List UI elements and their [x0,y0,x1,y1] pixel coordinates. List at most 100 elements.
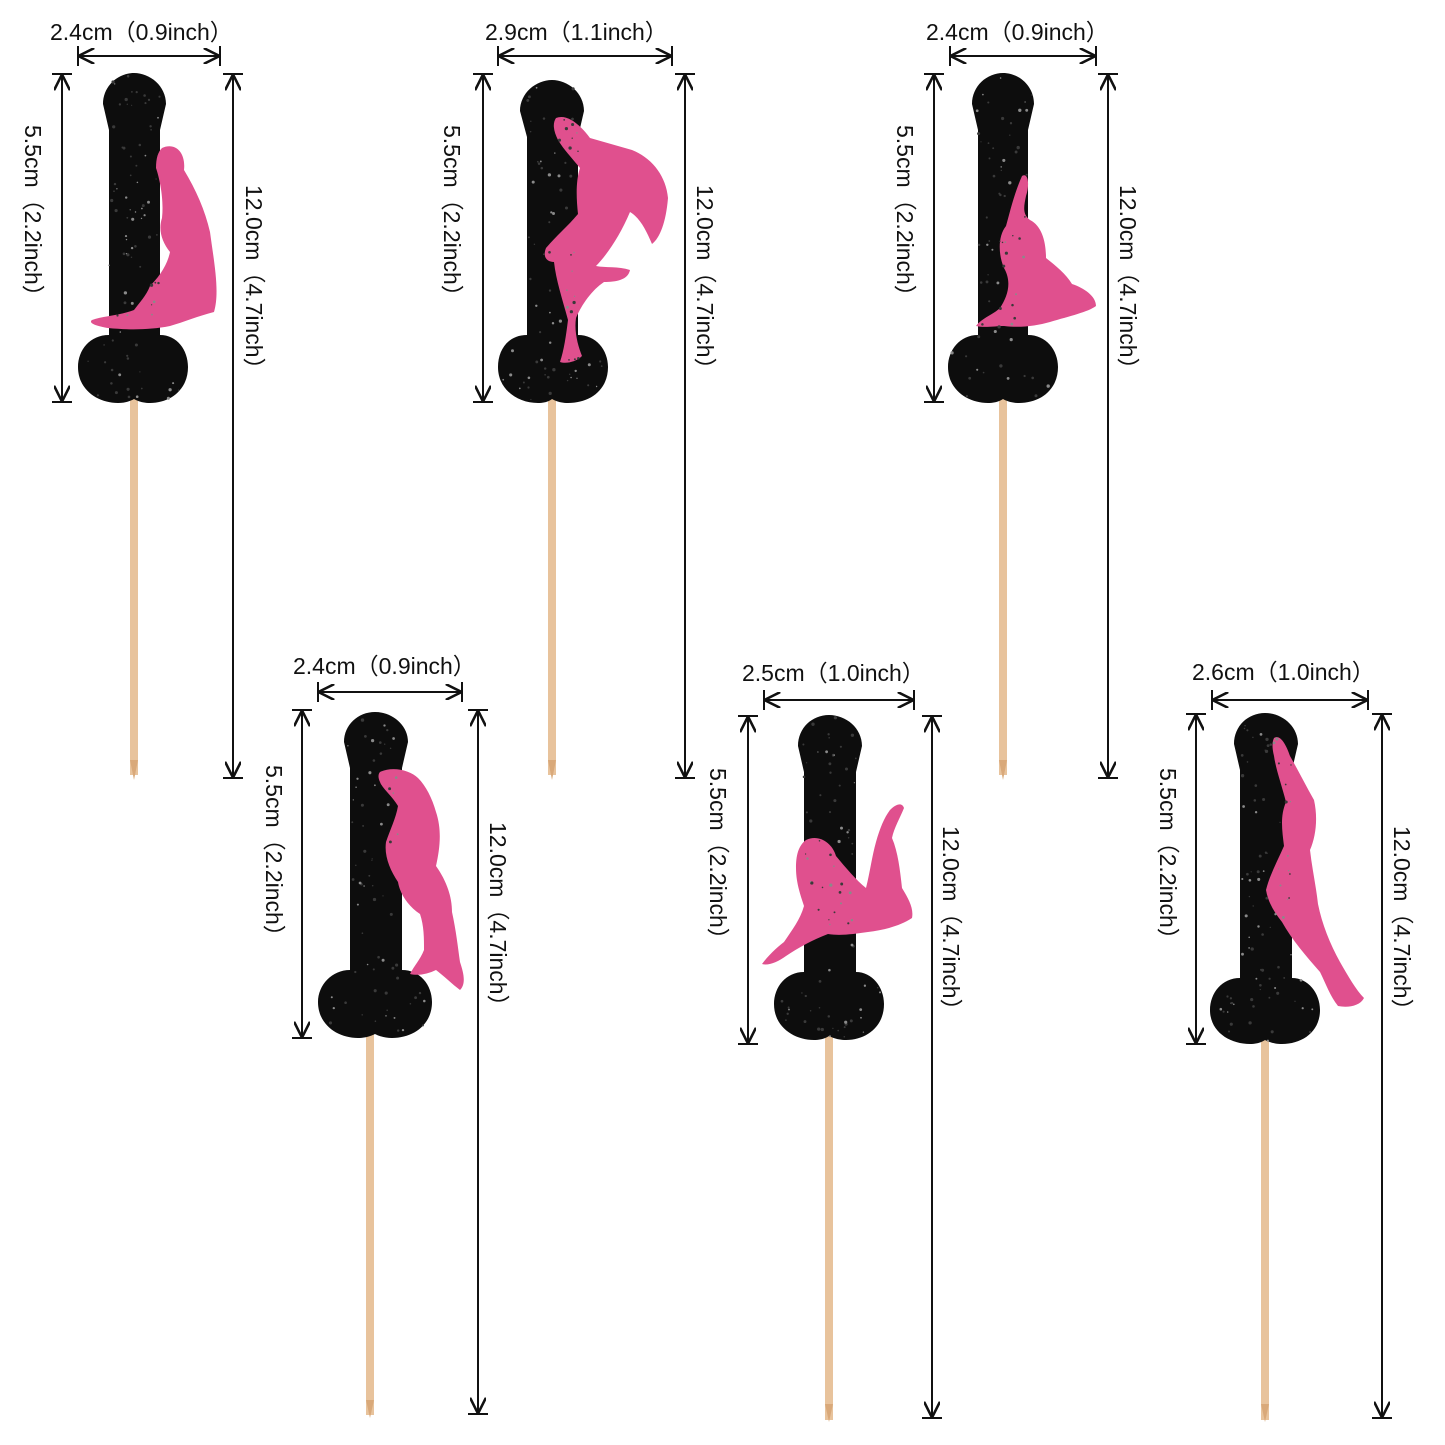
glitter-dot [130,246,134,250]
glitter-dot [1269,743,1273,746]
glitter-dot [992,147,995,150]
glitter-dot [979,281,983,284]
glitter-dot [1241,952,1244,956]
glitter-dot [114,209,118,213]
glitter-dot [988,157,991,160]
glitter-dot [787,1006,790,1009]
width-label: 2.5cm（1.0inch） [742,660,925,686]
glitter-dot [820,1027,824,1032]
topper-6: 2.6cm（1.0inch） 5.5cm（2.2inch） 12.0cm（4.7… [1155,659,1415,1422]
glitter-dot [527,386,530,389]
head-height-label: 5.5cm（2.2inch） [439,125,465,308]
glitter-dot [1010,322,1014,326]
glitter-dot [124,235,128,238]
glitter-dot [817,1027,821,1031]
topper-1: 2.4cm（0.9inch） 5.5cm（2.2inch） 12.0cm（4.7… [20,19,267,780]
glitter-dot [833,754,835,756]
glitter-dot [829,1035,831,1038]
glitter-dot [150,128,152,131]
glitter-dot [805,811,808,814]
glitter-dot [1016,145,1020,150]
glitter-dot [788,1008,790,1011]
total-height-label: 12.0cm（4.7inch） [938,826,964,1022]
glitter-dot [817,751,819,753]
glitter-dot [374,784,376,787]
glitter-dot [143,94,146,97]
glitter-dot [571,137,573,139]
glitter-dot [786,1012,789,1015]
glitter-dot [1012,234,1014,237]
glitter-dot [529,277,532,281]
glitter-dot [1268,977,1271,980]
glitter-dot [396,833,399,836]
glitter-dot [804,853,807,855]
glitter-dot [1261,968,1265,972]
glitter-dot [151,313,153,316]
glitter-dot [371,885,374,887]
glitter-dot [138,143,142,147]
glitter-dot [595,385,598,388]
glitter-dot [543,367,547,370]
glitter-dot [847,828,851,832]
glitter-dot [409,1003,412,1005]
glitter-dot [548,391,552,396]
glitter-dot [837,839,841,844]
glitter-dot [388,840,392,844]
glitter-dot [168,388,172,392]
glitter-dot [542,253,545,256]
glitter-dot [1002,264,1006,268]
pole-dancer-silhouette-icon [976,175,1096,327]
glitter-cake-topper-icon [318,712,432,1038]
glitter-dot [805,762,808,764]
glitter-dot [833,911,836,914]
glitter-dot [1031,376,1035,380]
glitter-dot [569,174,573,178]
glitter-dot [384,743,386,745]
glitter-dot [811,722,815,726]
glitter-dot [1004,251,1008,255]
total-height-label: 12.0cm（4.7inch） [241,185,267,381]
glitter-dot [1025,108,1029,112]
glitter-dot [977,132,981,136]
pole-dancer-silhouette-icon [544,116,668,363]
glitter-dot [848,891,852,895]
glitter-dot [803,1020,807,1024]
glitter-dot [130,256,133,259]
glitter-dot [544,374,546,376]
glitter-dot [1264,749,1266,751]
glitter-dot [116,188,118,190]
glitter-dot [386,803,390,807]
glitter-dot [802,775,806,779]
wooden-pick-icon [999,395,1007,775]
glitter-dot [126,74,130,78]
glitter-dot [361,932,364,935]
glitter-dot [1240,754,1244,757]
glitter-dot [859,1008,863,1011]
glitter-dot [1226,1011,1229,1013]
glitter-dot [1248,878,1252,882]
width-label: 2.4cm（0.9inch） [926,19,1109,45]
glitter-dot [371,858,373,860]
glitter-dot [1274,913,1277,916]
glitter-dot [414,996,417,1000]
total-height-label: 12.0cm（4.7inch） [1389,826,1415,1022]
glitter-dot [833,716,838,720]
glitter-dot [135,395,139,399]
glitter-dot [373,989,377,993]
wooden-pick-icon [130,395,138,775]
glitter-dot [118,373,122,377]
glitter-dot [1277,965,1280,969]
glitter-dot [1031,94,1033,96]
glitter-dot [987,274,989,276]
glitter-dot [999,240,1001,242]
glitter-dot [1001,241,1004,244]
glitter-dot [354,970,357,974]
pole-dancer-silhouette-icon [1266,737,1364,1007]
glitter-dot [1246,761,1249,763]
glitter-dot [1018,237,1021,240]
glitter-dot [1265,896,1269,900]
glitter-dot [1311,1008,1314,1011]
glitter-dot [1046,384,1050,388]
glitter-dot [1219,1007,1223,1011]
glitter-dot [154,281,157,284]
